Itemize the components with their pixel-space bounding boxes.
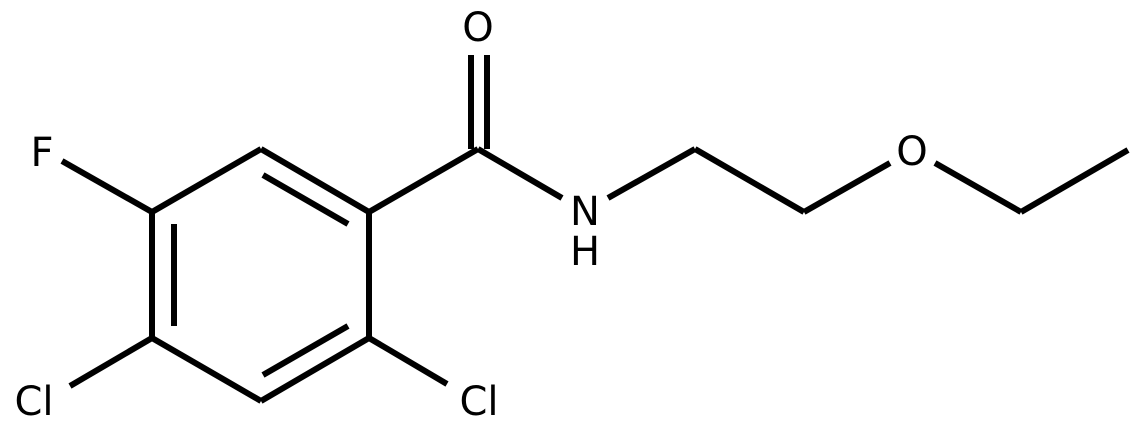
bond-ch2-ch2 (693, 146, 806, 215)
atom-labels: O N H O F Cl Cl (14, 5, 927, 425)
substituent-bonds (60, 158, 449, 389)
bond-ring-inner-c1-c6 (261, 172, 350, 227)
bond-ring-to-cl-2 (367, 335, 449, 387)
atom-label-hydrogen: H (570, 229, 600, 275)
bond-ring-c5-c6 (150, 146, 263, 215)
bond-ring-c6-c1 (259, 146, 371, 215)
benzene-ring (149, 146, 372, 404)
bond-ring-to-carbonyl (367, 146, 480, 215)
atom-label-fluorine: F (30, 130, 53, 176)
atom-label-nitrogen: N (570, 189, 600, 235)
bond-n-to-ch2 (606, 146, 697, 201)
bond-ring-inner-c2-c3 (261, 323, 350, 378)
amide-group (367, 55, 564, 215)
bond-o-to-ch2 (933, 160, 1023, 215)
bond-ring-c2-c3 (259, 335, 371, 404)
atom-label-oxygen-ether: O (896, 129, 927, 175)
bond-ch2-to-o (802, 160, 892, 215)
bond-ring-c3-c4 (150, 335, 263, 404)
atom-label-chlorine-4: Cl (14, 379, 53, 425)
bond-ring-to-f (60, 158, 154, 215)
bond-ring-to-cl-4 (68, 335, 154, 389)
atom-label-oxygen-carbonyl: O (462, 5, 493, 51)
bond-carbonyl-to-n (476, 146, 564, 201)
atom-label-chlorine-2: Cl (459, 379, 498, 425)
bond-ch2-ch3 (1019, 147, 1130, 215)
ethoxyethyl-chain (606, 146, 1130, 215)
